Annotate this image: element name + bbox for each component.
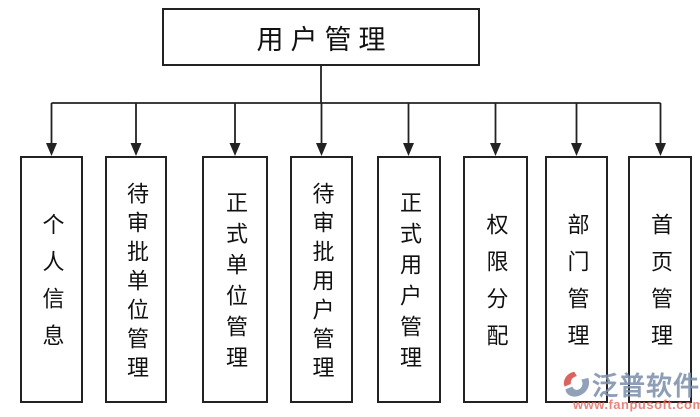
node-label: 部门管理 bbox=[564, 213, 590, 361]
node-pending-user-management: 待审批用户管理 bbox=[290, 156, 353, 403]
node-label: 首页管理 bbox=[648, 213, 673, 361]
node-label: 正式用户管理 bbox=[397, 191, 422, 377]
node-label: 正式单位管理 bbox=[223, 191, 248, 377]
node-department-management: 部门管理 bbox=[545, 156, 608, 403]
node-label: 待审批单位管理 bbox=[124, 181, 149, 385]
node-label: 权限分配 bbox=[483, 213, 509, 361]
node-personal-info: 个人信息 bbox=[20, 156, 83, 403]
arrowhead-icons bbox=[46, 143, 666, 156]
node-pending-unit-management: 待审批单位管理 bbox=[105, 156, 167, 403]
node-homepage-management: 首页管理 bbox=[628, 156, 692, 403]
node-user-management: 用户管理 bbox=[162, 8, 480, 66]
node-label: 用户管理 bbox=[256, 24, 393, 55]
node-label: 待审批用户管理 bbox=[309, 181, 335, 385]
node-formal-unit-management: 正式单位管理 bbox=[202, 156, 268, 403]
node-permission-assignment: 权限分配 bbox=[463, 156, 528, 403]
node-formal-user-management: 正式用户管理 bbox=[377, 156, 441, 403]
node-label: 个人信息 bbox=[39, 213, 65, 361]
